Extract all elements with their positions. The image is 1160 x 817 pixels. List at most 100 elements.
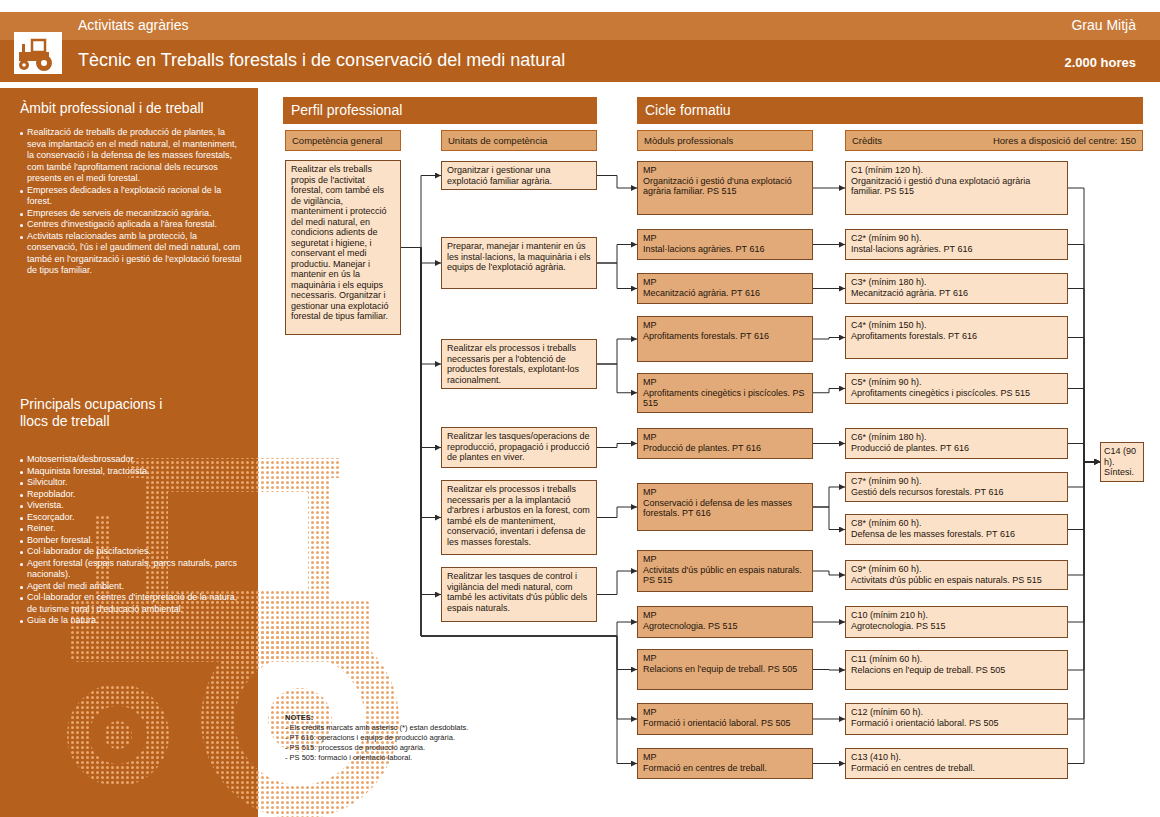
bullet-item: Guia de la natura.: [20, 615, 242, 627]
box-heading: Realitzar les tasques/operacions de repr…: [447, 431, 591, 463]
bullet: [20, 190, 23, 193]
column-header: Crèdits Hores a disposició del centre: 15…: [845, 130, 1143, 151]
bullet-item: Activitats relacionades amb la protecció…: [20, 231, 242, 277]
box-heading: C9* (mínim 60 h).: [851, 564, 1062, 575]
synthesis-box: C14 (90 h).Síntesi.: [1100, 442, 1144, 482]
credit-box: C10 (mínim 210 h).Agrotecnologia. PS 515: [845, 606, 1068, 638]
column-header: Unitats de competència: [441, 130, 597, 151]
connector: [813, 507, 845, 530]
bullet: [20, 620, 23, 623]
box-text: Producció de plantes. PT 616: [643, 443, 807, 454]
credit-box: C4* (mínim 150 h).Aprofitaments forestal…: [845, 316, 1068, 359]
credit-box: C13 (410 h).Formació en centres de treba…: [845, 748, 1068, 779]
box-text: Formació en centres de treball.: [643, 763, 807, 774]
item-text: Agent forestal (espais naturals, parcs n…: [27, 558, 237, 580]
box-heading: MP: [643, 432, 807, 443]
box-text: Aprofitaments cinegètics i piscícoles. P…: [851, 388, 1062, 399]
connector: [813, 719, 845, 720]
module-box: MPOrganització i gestió d'una explotació…: [637, 161, 813, 215]
connector: [597, 176, 637, 189]
panel-heading: Àmbit professional i de treball: [20, 100, 242, 117]
box-heading: C13 (410 h).: [851, 752, 1062, 763]
connector: [1068, 389, 1100, 462]
category-label: Activitats agràries: [78, 17, 188, 33]
unit-box: Realitzar els processos i treballs neces…: [441, 339, 597, 389]
connector: [1068, 245, 1100, 462]
credit-box: C2* (mínim 90 h).Instal·lacions agràries…: [845, 229, 1068, 260]
bullet: [20, 224, 23, 227]
item-text: Viverista.: [27, 500, 64, 510]
connector: [597, 364, 637, 393]
box-heading: Competència general: [292, 135, 394, 146]
box-heading: C7* (mínim 90 h).: [851, 476, 1062, 487]
bullet-item: Centres d'investigació aplicada a l'àrea…: [20, 219, 242, 231]
notes-heading: NOTES:: [285, 713, 313, 722]
bullet: [20, 459, 23, 462]
unit-box: Preparar, manejar i mantenir en ús les i…: [441, 237, 597, 289]
panel-section: Principals ocupacions i llocs de treball…: [20, 396, 242, 627]
connector: [813, 622, 845, 623]
box-heading: Crèdits: [852, 135, 882, 146]
item-text: Guia de la natura.: [27, 615, 99, 625]
box-heading: MP: [643, 487, 807, 498]
credit-box: C5* (mínim 90 h).Aprofitaments cinegètic…: [845, 373, 1068, 404]
box-text: Organització i gestió d'una explotació a…: [643, 176, 807, 197]
title-band: [0, 40, 1160, 82]
credit-box: C11 (mínim 60 h).Relacions en l'equip de…: [845, 650, 1068, 690]
box-heading: MP: [643, 377, 807, 388]
item-text: Silvicultor.: [27, 477, 68, 487]
bullet: [20, 528, 23, 531]
module-box: MPConservació i defensa de les masses fo…: [637, 483, 813, 531]
note: - Els crèdits marcats amb asterisc (*) e…: [285, 723, 468, 732]
connector: [813, 338, 845, 340]
item-text: Centres d'investigació aplicada a l'àrea…: [27, 219, 217, 229]
bullet: [20, 551, 23, 554]
box-text: Organització i gestió d'una explotació a…: [851, 176, 1062, 197]
column-header: Mòduls professionals: [637, 130, 813, 151]
box-heading: C11 (mínim 60 h).: [851, 654, 1062, 665]
unit-box: Realitzar les tasques/operacions de repr…: [441, 427, 597, 468]
box-text: Mecanització agrària. PT 616: [851, 288, 1062, 299]
tractor-icon: [14, 32, 62, 74]
box-text: Mecanització agrària. PT 616: [643, 288, 807, 299]
bullet-item: Realització de treballs de producció de …: [20, 127, 242, 185]
connector: [1068, 289, 1100, 462]
module-box: MPFormació i orientació laboral. PS 505: [637, 703, 813, 735]
header-band: [0, 12, 1160, 40]
module-box: MPRelacions en l'equip de treball. PS 50…: [637, 649, 813, 690]
box-heading: Realitzar els treballs propis de l'activ…: [291, 164, 395, 322]
bullet: [20, 213, 23, 216]
connector: [597, 507, 637, 518]
module-box: MPFormació en centres de treball.: [637, 748, 813, 779]
credit-box: C3* (mínim 180 h).Mecanització agrària. …: [845, 273, 1068, 304]
box-heading: MP: [643, 233, 807, 244]
box-text: Relacions en l'equip de treball. PS 505: [643, 664, 807, 675]
module-box: MPAprofitaments cinegètics i piscícoles.…: [637, 373, 813, 413]
connector: [401, 176, 441, 248]
heading-text: Àmbit professional i de treball: [20, 100, 204, 116]
bullet-item: Bomber forestal.: [20, 535, 242, 547]
box-text: Defensa de les masses forestals. PT 616: [851, 529, 1062, 540]
bullet: [20, 597, 23, 600]
bullet: [20, 563, 23, 566]
bullet-item: Col·laborador de piscifactories.: [20, 546, 242, 558]
box-text: Gestió dels recursos forestals. PT 616: [851, 487, 1062, 498]
panel-heading: Principals ocupacions i llocs de treball: [20, 396, 172, 430]
page-title: Tècnic en Treballs forestals i de conser…: [78, 50, 565, 71]
connector: [813, 244, 845, 245]
connector: [401, 248, 637, 670]
connector: [813, 763, 845, 764]
module-box: MPMecanització agrària. PT 616: [637, 273, 813, 304]
box-heading: C6* (mínim 180 h).: [851, 432, 1062, 443]
box-heading: Realitzar els processos i treballs neces…: [447, 484, 591, 547]
item-text: Motoserrista/desbrossador.: [27, 454, 136, 464]
section-header: Cicle formatiu: [637, 97, 1143, 124]
connector: [813, 288, 845, 289]
box-text: Conservació i defensa de les masses fore…: [643, 498, 807, 519]
box-heading: C1 (mínim 120 h).: [851, 165, 1062, 176]
box-text: Hores a disposició del centre: 150: [993, 135, 1136, 146]
box-heading: C12 (mínim 60 h).: [851, 707, 1062, 718]
bullet: [20, 132, 23, 135]
